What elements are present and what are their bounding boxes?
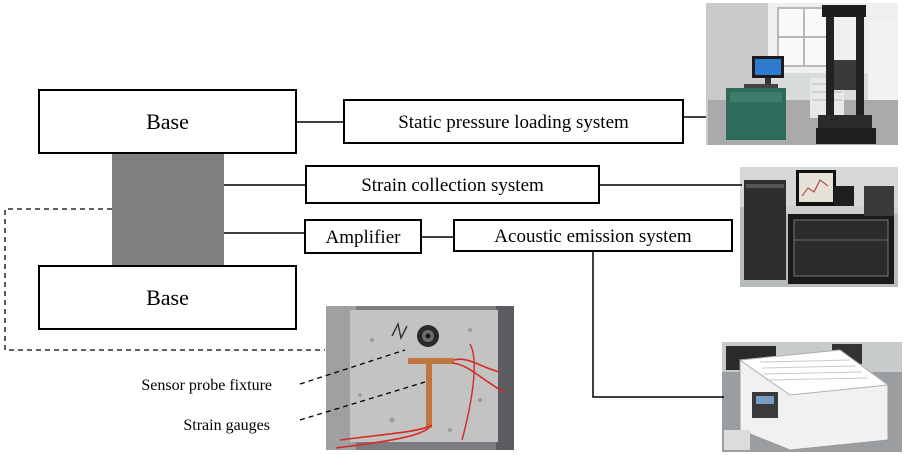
strain-collection-photo [740,167,898,287]
acoustic-emission-box: Acoustic emission system [453,219,733,252]
amplifier-label: Amplifier [326,227,402,248]
static-pressure-loading-box: Static pressure loading system [343,99,684,144]
rock-specimen [112,153,224,266]
acoustic-emission-label: Acoustic emission system [494,226,692,247]
specimen-photo [326,306,514,450]
sensor-probe-fixture-label: Sensor probe fixture [141,377,272,394]
strain-collection-label: Strain collection system [361,175,544,196]
static-pressure-loading-label: Static pressure loading system [398,112,629,133]
base-top-label: Base [146,109,189,134]
connector-lines [224,116,742,398]
base-bottom-label: Base [146,285,189,310]
strain-collection-box: Strain collection system [305,165,600,204]
loading-machine-photo [706,3,898,145]
amplifier-box: Amplifier [304,219,422,254]
base-top-box: Base [38,89,297,154]
dashed-leader-lines [4,208,426,421]
acoustic-emission-photo [722,342,902,452]
base-bottom-box: Base [38,265,297,330]
strain-gauges-label: Strain gauges [183,417,270,434]
